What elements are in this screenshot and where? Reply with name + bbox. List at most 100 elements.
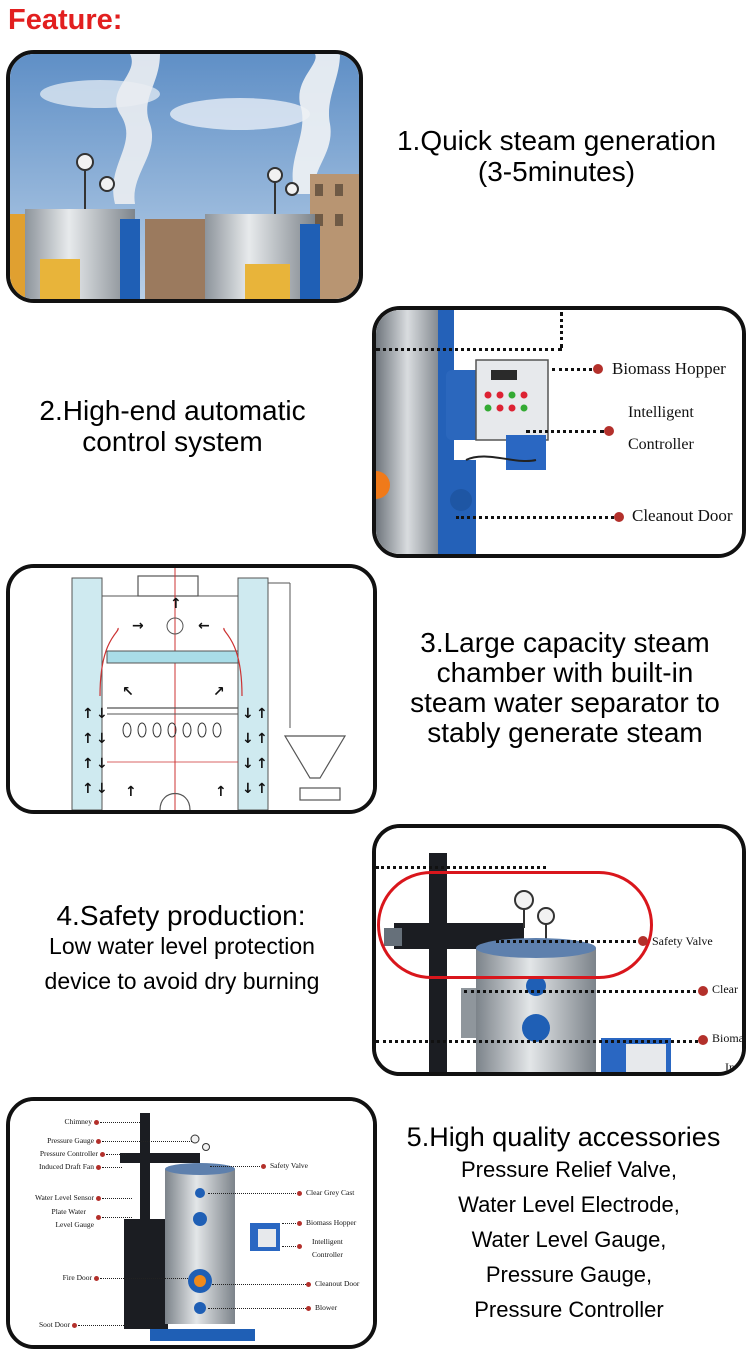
label-controller: Controller: [628, 436, 694, 453]
acc-line-pressure-gauge: [102, 1141, 192, 1142]
svg-text:↓: ↓: [96, 781, 108, 797]
feature3-title-line1: 3.Large capacity steam: [420, 627, 710, 658]
svg-text:↑: ↑: [125, 784, 137, 800]
acc-label-blower: Blower: [315, 1303, 338, 1312]
feature5-title: 5.High quality accessories: [406, 1122, 721, 1152]
label-safety-valve: Safety Valve: [652, 934, 713, 948]
callout-clear-line: [464, 990, 696, 993]
acc-dot-cleanout-door: [306, 1282, 311, 1287]
acc-label-soot-door: Soot Door: [38, 1320, 70, 1329]
acc-label-pressure-gauge: Pressure Gauge: [47, 1136, 94, 1145]
label-cleanout-door: Cleanout Door: [632, 506, 733, 525]
acc-label-clear-grey-cast: Clear Grey Cast: [306, 1188, 355, 1197]
feature3-title: 3.Large capacity steam chamber with buil…: [380, 628, 750, 748]
svg-text:↑: ↑: [82, 706, 94, 722]
svg-text:↓: ↓: [96, 731, 108, 747]
steam-chamber-diagram: →← ↖↗ ↑↑↑ ↑↑↑↑ ↓↓↓↓ ↓↓↓↓ ↑↑↑↑: [10, 568, 373, 810]
feature4-title: 4.Safety production:: [56, 900, 306, 931]
feature2-title-line2: control system: [82, 426, 263, 457]
svg-text:→: →: [132, 618, 144, 634]
acc-label-water-level-sensor: Water Level Sensor: [35, 1193, 94, 1202]
acc-label-intelligent: Intelligent: [312, 1237, 343, 1246]
label-in: In: [725, 1060, 735, 1074]
acc-dot-level-gauge: [96, 1215, 101, 1220]
acc-dot-water-level-sensor: [96, 1196, 101, 1201]
svg-text:↑: ↑: [256, 781, 268, 797]
label-bioma: Bioma: [712, 1031, 744, 1045]
svg-text:↑: ↑: [82, 731, 94, 747]
acc-label-plate-water: Plate Water: [51, 1207, 86, 1216]
acc-dot-fire-door: [94, 1276, 99, 1281]
callout-hopper-line2: [552, 368, 592, 371]
feature5-item-5: Pressure Controller: [474, 1297, 664, 1322]
label-biomass-hopper: Biomass Hopper: [612, 359, 726, 378]
acc-label-biomass-hopper: Biomass Hopper: [306, 1218, 357, 1227]
feature5-item-2: Water Level Electrode,: [458, 1192, 680, 1217]
callout-hopper-dot: [593, 364, 603, 374]
svg-text:↑: ↑: [82, 781, 94, 797]
highlight-ellipse: [377, 871, 653, 979]
svg-text:↓: ↓: [242, 781, 254, 797]
acc-dot-induced-draft-fan: [96, 1165, 101, 1170]
photo-steam-generation: [6, 50, 363, 303]
svg-text:↓: ↓: [242, 706, 254, 722]
svg-text:↖: ↖: [122, 684, 134, 700]
steam-boilers-photo: [10, 54, 359, 299]
feature4-sub-line1: Low water level protection: [49, 933, 315, 959]
acc-dot-pressure-controller: [100, 1152, 105, 1157]
callout-valve-dot: [638, 936, 648, 946]
feature5-item-1: Pressure Relief Valve,: [460, 1157, 677, 1182]
acc-label-controller: Controller: [312, 1250, 343, 1259]
svg-text:↓: ↓: [96, 756, 108, 772]
acc-dot-blower: [306, 1306, 311, 1311]
acc-line-soot-door: [78, 1325, 128, 1326]
svg-text:↑: ↑: [82, 756, 94, 772]
acc-dot-clear-grey-cast: [297, 1191, 302, 1196]
feature4-subtitle: Low water level protection device to avo…: [0, 929, 364, 999]
feature1-title-line1: 1.Quick steam generation: [396, 125, 717, 156]
acc-line-biomass-hopper: [282, 1223, 296, 1224]
feature5-item-4: Pressure Gauge,: [485, 1262, 653, 1287]
callout-hopper-vline: [560, 312, 563, 348]
svg-text:↓: ↓: [242, 731, 254, 747]
svg-text:↑: ↑: [256, 706, 268, 722]
callout-cleanout-dot: [614, 512, 624, 522]
svg-text:↗: ↗: [213, 684, 225, 700]
acc-label-chimney: Chimney: [64, 1117, 93, 1126]
callout-cleanout-line: [456, 516, 614, 519]
acc-dot-intelligent: [297, 1244, 302, 1249]
callout-valve-line-top: [376, 866, 546, 869]
feature4-sub-line2: device to avoid dry burning: [44, 968, 320, 994]
feature1-title: 1.Quick steam generation (3-5minutes): [363, 125, 750, 187]
acc-line-induced-draft-fan: [102, 1167, 122, 1168]
svg-text:↓: ↓: [242, 756, 254, 772]
acc-label-cleanout-door: Cleanout Door: [315, 1279, 360, 1288]
callout-valve-line: [496, 940, 636, 943]
acc-label-level-gauge: Level Gauge: [55, 1220, 94, 1229]
label-intelligent: Intelligent: [628, 404, 694, 421]
acc-dot-biomass-hopper: [297, 1221, 302, 1226]
diagram-accessories: Chimney Pressure Gauge Pressure Controll…: [6, 1097, 377, 1349]
acc-line-fire-door: [100, 1278, 188, 1279]
diagram-steam-chamber: →← ↖↗ ↑↑↑ ↑↑↑↑ ↓↓↓↓ ↓↓↓↓ ↑↑↑↑: [6, 564, 377, 814]
acc-line-intelligent: [282, 1246, 296, 1247]
feature2-title-line1: 2.High-end automatic: [39, 395, 306, 426]
acc-line-level-gauge: [102, 1217, 132, 1218]
acc-label-safety-valve: Safety Valve: [270, 1161, 308, 1170]
label-clear: Clear: [712, 982, 738, 996]
photo-safety-valve: Safety Valve Clear Bioma In: [372, 824, 746, 1076]
accessories-diagram: [10, 1101, 373, 1345]
callout-hopper-line: [376, 348, 562, 351]
callout-controller-line: [526, 430, 604, 433]
acc-line-pressure-controller: [106, 1154, 126, 1155]
svg-text:↑: ↑: [215, 784, 227, 800]
callout-clear-dot: [698, 986, 708, 996]
callout-controller-dot: [604, 426, 614, 436]
feature-heading: Feature:: [8, 4, 123, 36]
feature5-item-3: Water Level Gauge,: [471, 1227, 667, 1252]
acc-line-chimney: [100, 1122, 140, 1123]
acc-label-pressure-controller: Pressure Controller: [39, 1149, 98, 1158]
svg-text:↑: ↑: [170, 596, 182, 612]
acc-dot-soot-door: [72, 1323, 77, 1328]
acc-line-blower: [208, 1308, 306, 1309]
